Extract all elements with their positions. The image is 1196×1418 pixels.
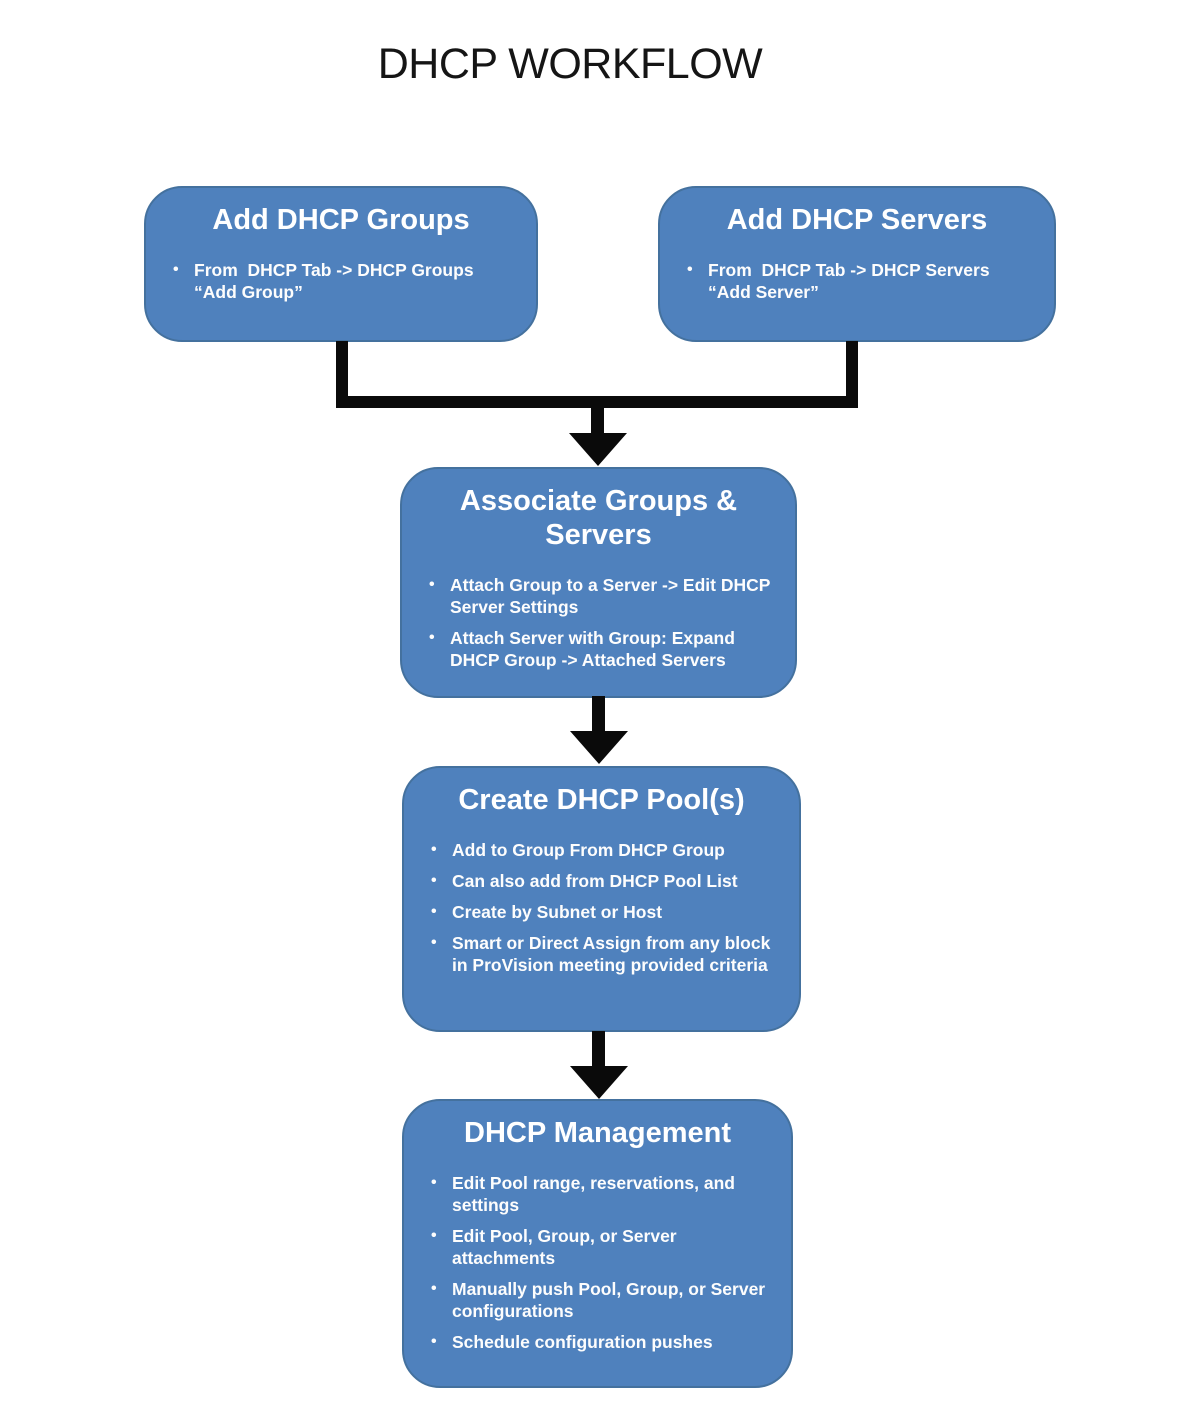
page-title: DHCP WORKFLOW (377, 40, 763, 88)
box-heading: Create DHCP Pool(s) (458, 784, 745, 816)
box-associate-groups-servers: Associate Groups & Servers Attach Group … (400, 467, 797, 698)
bullet-item: Attach Group to a Server -> Edit DHCP Se… (429, 574, 771, 618)
connector-right-vertical (846, 341, 858, 402)
box-heading: Associate Groups & Servers (459, 485, 738, 551)
box-add-dhcp-groups: Add DHCP Groups From DHCP Tab -> DHCP Gr… (144, 186, 538, 342)
box-heading: Add DHCP Groups (212, 204, 470, 236)
bullet-list: Attach Group to a Server -> Edit DHCP Se… (402, 574, 795, 671)
bullet-item: Edit Pool range, reservations, and setti… (431, 1172, 767, 1216)
bullet-list: Edit Pool range, reservations, and setti… (404, 1172, 791, 1353)
bullet-item: From DHCP Tab -> DHCP Servers “Add Serve… (687, 259, 1030, 303)
arrow-2-shaft (592, 696, 605, 734)
arrow-1-shaft (591, 406, 604, 435)
bullet-list: From DHCP Tab -> DHCP Servers “Add Serve… (660, 259, 1054, 303)
bullet-item: Create by Subnet or Host (431, 901, 775, 923)
bullet-item: Smart or Direct Assign from any block in… (431, 932, 775, 976)
bullet-item: From DHCP Tab -> DHCP Groups “Add Group” (173, 259, 512, 303)
box-heading: DHCP Management (464, 1117, 731, 1149)
arrow-3-head (570, 1066, 628, 1099)
arrow-2-head (570, 731, 628, 764)
connector-left-vertical (336, 341, 348, 402)
box-add-dhcp-servers: Add DHCP Servers From DHCP Tab -> DHCP S… (658, 186, 1056, 342)
bullet-item: Schedule configuration pushes (431, 1331, 767, 1353)
bullet-item: Attach Server with Group: Expand DHCP Gr… (429, 627, 771, 671)
bullet-list: Add to Group From DHCP Group Can also ad… (404, 839, 799, 976)
box-create-dhcp-pools: Create DHCP Pool(s) Add to Group From DH… (402, 766, 801, 1032)
arrow-3-shaft (592, 1031, 605, 1068)
bullet-item: Can also add from DHCP Pool List (431, 870, 775, 892)
connector-horizontal (336, 396, 858, 408)
bullet-item: Add to Group From DHCP Group (431, 839, 775, 861)
arrow-1-head (569, 433, 627, 466)
bullet-item: Manually push Pool, Group, or Server con… (431, 1278, 767, 1322)
bullet-item: Edit Pool, Group, or Server attachments (431, 1225, 767, 1269)
box-heading: Add DHCP Servers (726, 204, 988, 236)
bullet-list: From DHCP Tab -> DHCP Groups “Add Group” (146, 259, 536, 303)
box-dhcp-management: DHCP Management Edit Pool range, reserva… (402, 1099, 793, 1388)
